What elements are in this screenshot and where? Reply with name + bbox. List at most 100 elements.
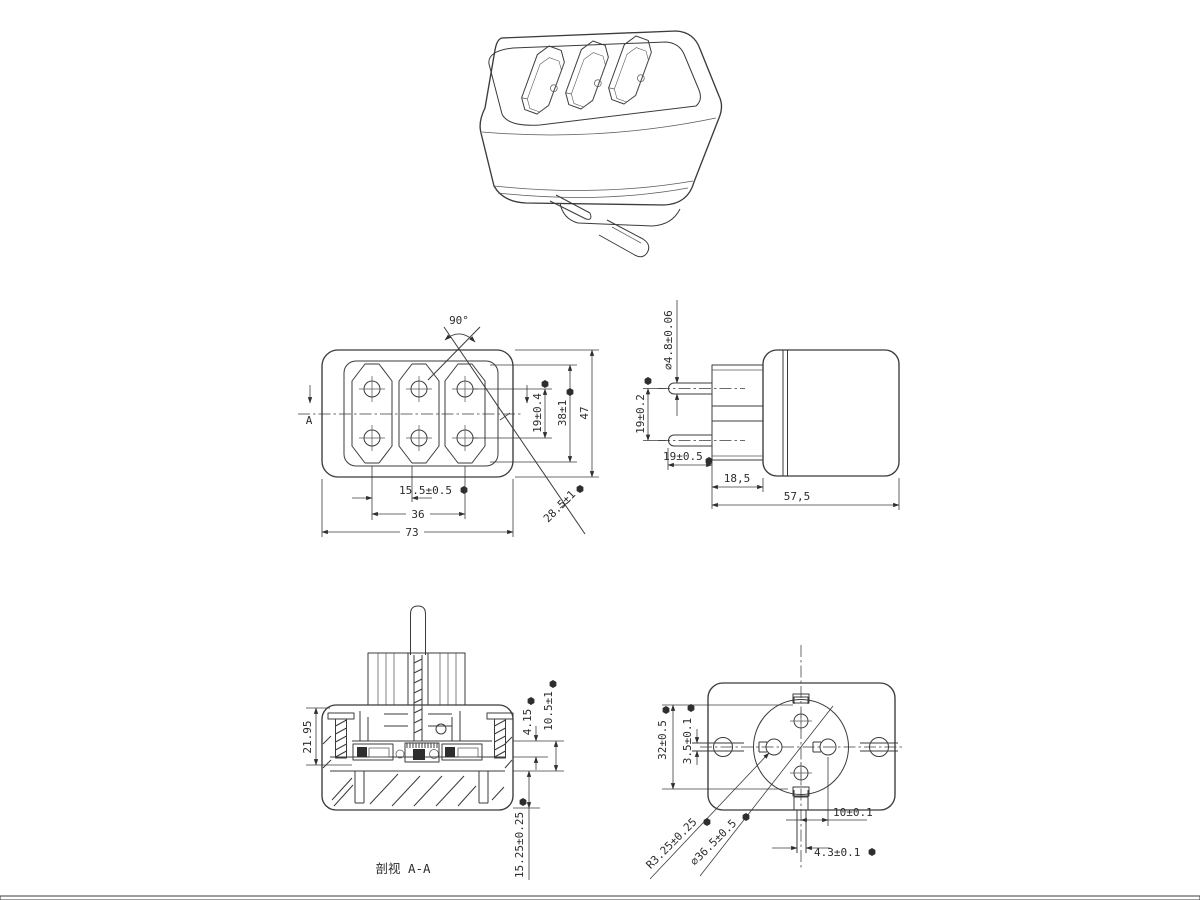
svg-text:⌀4.8±0.06: ⌀4.8±0.06 bbox=[662, 310, 675, 370]
section-pin bbox=[410, 605, 426, 655]
bottom-screw-hole-top bbox=[790, 710, 812, 732]
section-upper-block bbox=[367, 652, 466, 741]
dim-hole-offset: 10±0.1 bbox=[786, 757, 873, 826]
bottom-pin-hole-right bbox=[812, 738, 837, 756]
bottom-side-hole-right bbox=[860, 737, 898, 757]
critical-dim-marker-icon bbox=[541, 380, 549, 388]
iso-body-outline bbox=[479, 30, 723, 206]
critical-dim-marker-icon bbox=[705, 457, 713, 465]
svg-text:4.3±0.1: 4.3±0.1 bbox=[814, 846, 860, 859]
front-socket-1 bbox=[351, 363, 393, 464]
svg-text:19±0.5: 19±0.5 bbox=[663, 450, 703, 463]
side-view: ⌀4.8±0.06 19±0.2 19±0.5 18,5 57,5 bbox=[634, 300, 900, 510]
iso-socket-2 bbox=[565, 40, 609, 110]
dim-recess-dia: ⌀36.5±0.5 bbox=[688, 705, 834, 877]
front-view: A 90° 28.5±1 19±0.4 38±1 bbox=[298, 314, 599, 539]
svg-text:28.5±1: 28.5±1 bbox=[541, 488, 578, 525]
dim-pocket: 10.5±1 bbox=[513, 680, 564, 772]
dim-hole-pitch-h: 15.5±0.5 bbox=[352, 466, 468, 520]
front-body-outline bbox=[321, 349, 514, 478]
side-pin-top bbox=[658, 382, 745, 395]
critical-dim-marker-icon bbox=[566, 388, 574, 396]
section-contact-center bbox=[404, 742, 440, 763]
svg-text:18,5: 18,5 bbox=[724, 472, 751, 485]
front-faceplate bbox=[343, 360, 499, 467]
dim-total-depth: 57,5 bbox=[711, 478, 900, 510]
iso-top-face bbox=[488, 41, 701, 126]
dim-pin-length: 19±0.5 bbox=[663, 448, 713, 470]
critical-dim-marker-icon bbox=[519, 798, 527, 806]
angle-label: 90° bbox=[449, 314, 469, 327]
critical-dim-marker-icon bbox=[703, 818, 711, 826]
svg-text:36: 36 bbox=[411, 508, 424, 521]
angle-90: 90° bbox=[427, 314, 586, 535]
critical-dim-marker-icon bbox=[549, 680, 557, 688]
photo-bottom-edge bbox=[0, 895, 1200, 900]
section-right-screw bbox=[486, 712, 514, 759]
svg-text:73: 73 bbox=[405, 526, 418, 539]
isometric-view bbox=[479, 30, 723, 258]
critical-dim-marker-icon bbox=[868, 848, 876, 856]
bottom-screw-hole-bottom bbox=[790, 762, 812, 784]
svg-text:15.5±0.5: 15.5±0.5 bbox=[399, 484, 452, 497]
front-socket-2 bbox=[398, 363, 440, 464]
dim-inner-height: 21.95 bbox=[301, 707, 352, 766]
section-body-outline bbox=[321, 704, 514, 811]
bottom-body-outline bbox=[707, 682, 896, 811]
section-hatch bbox=[322, 735, 513, 807]
section-lower-channels bbox=[354, 771, 489, 804]
dim-hole-pitch-v: 19±0.4 bbox=[473, 380, 552, 439]
dim-channel: 4.3±0.1 bbox=[772, 845, 876, 859]
svg-text:10.5±1: 10.5±1 bbox=[542, 691, 555, 731]
dim-slot-width: 3.5±0.1 bbox=[681, 704, 700, 765]
iso-socket-3 bbox=[608, 35, 652, 105]
svg-text:57,5: 57,5 bbox=[784, 490, 811, 503]
svg-text:3.5±0.1: 3.5±0.1 bbox=[681, 718, 694, 764]
svg-text:15.25±0.25: 15.25±0.25 bbox=[513, 812, 526, 878]
dim-recess-height: 32±0.5 bbox=[656, 704, 793, 790]
side-faceplate bbox=[711, 364, 764, 461]
section-caption: 剖视 A-A bbox=[375, 861, 431, 876]
dim-head-depth: 18,5 bbox=[711, 462, 764, 509]
section-inner-ribs bbox=[359, 711, 461, 741]
dim-height: 47 bbox=[515, 349, 599, 478]
bottom-view: 32±0.5 3.5±0.1 R3.25±0.25 ⌀36.5±0.5 10±0… bbox=[644, 645, 903, 880]
dim-diagonal: 28.5±1 bbox=[541, 485, 584, 525]
pin-shaft-hatch bbox=[413, 658, 423, 734]
iso-waist-line bbox=[481, 117, 717, 136]
critical-dim-marker-icon bbox=[662, 706, 670, 714]
critical-dim-marker-icon bbox=[576, 485, 584, 493]
svg-text:10±0.1: 10±0.1 bbox=[833, 806, 873, 819]
svg-text:32±0.5: 32±0.5 bbox=[656, 720, 669, 760]
svg-text:19±0.4: 19±0.4 bbox=[531, 393, 544, 433]
critical-dim-marker-icon bbox=[527, 697, 535, 705]
critical-dim-marker-icon bbox=[644, 377, 652, 385]
iso-bottom-line-1 bbox=[493, 180, 694, 191]
side-pin-bottom bbox=[658, 434, 745, 447]
dim-socket-height: 38±1 bbox=[490, 364, 577, 463]
dim-pin-pitch: 19±0.2 bbox=[634, 377, 666, 442]
dim-socket-pitch: 36 bbox=[371, 466, 466, 521]
dim-pin-dia: ⌀4.8±0.06 bbox=[662, 300, 680, 416]
bottom-pin-hole-left bbox=[758, 738, 783, 756]
dim-radius: R3.25±0.25 bbox=[644, 752, 770, 880]
dim-skirt: 15.25±0.25 bbox=[513, 770, 540, 880]
critical-dim-marker-icon bbox=[460, 486, 468, 494]
section-left-screw bbox=[327, 712, 355, 759]
bottom-side-hole-left bbox=[692, 737, 744, 757]
section-contact-left bbox=[352, 743, 405, 761]
section-letter: A bbox=[306, 414, 313, 427]
section-arrow-left: A bbox=[306, 385, 313, 427]
iso-pin bbox=[598, 219, 650, 258]
svg-text:4.15: 4.15 bbox=[521, 709, 534, 736]
svg-text:47: 47 bbox=[578, 406, 591, 419]
section-view: 21.95 4.15 10.5±1 15.25±0.25 剖视 A-A bbox=[301, 605, 564, 880]
svg-text:38±1: 38±1 bbox=[556, 400, 569, 427]
svg-text:19±0.2: 19±0.2 bbox=[634, 394, 647, 434]
svg-text:21.95: 21.95 bbox=[301, 720, 314, 753]
iso-bottom-line-2 bbox=[497, 187, 689, 198]
iso-hidden-pin bbox=[549, 194, 592, 220]
dim-width: 73 bbox=[321, 479, 514, 539]
section-contact-right bbox=[441, 743, 483, 761]
